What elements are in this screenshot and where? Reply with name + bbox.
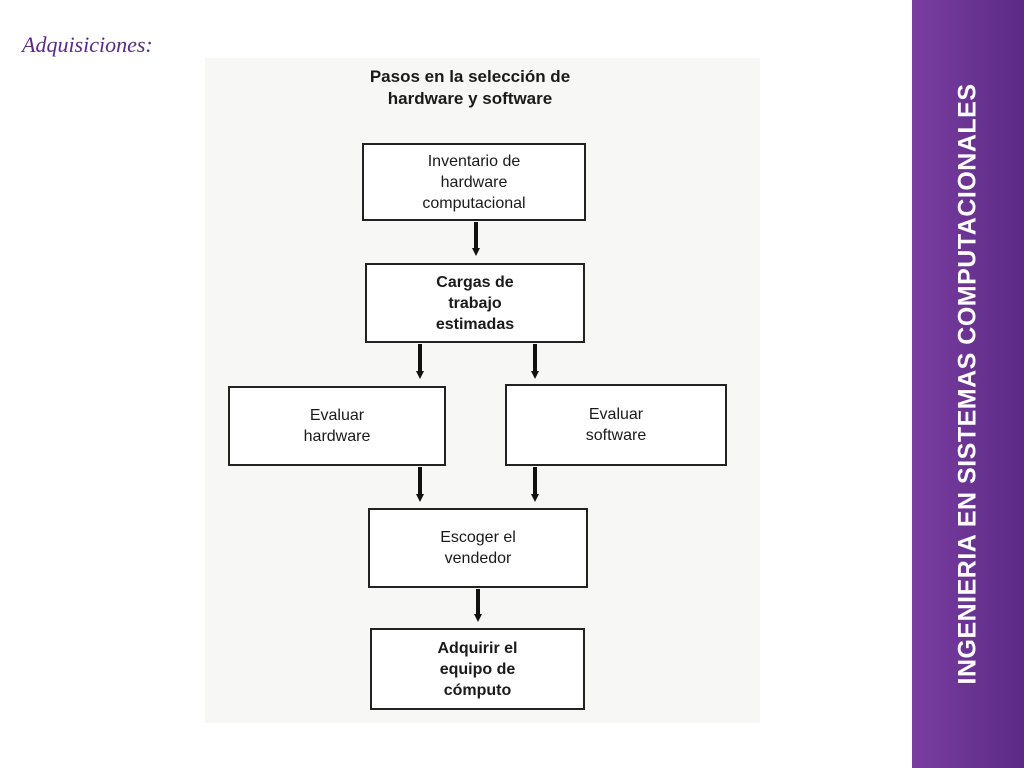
step-evaluar-software: Evaluar software — [505, 384, 727, 466]
step-escoger-vendedor: Escoger el vendedor — [368, 508, 588, 588]
step-inventario: Inventario de hardware computacional — [362, 143, 586, 221]
step-cargas: Cargas de trabajo estimadas — [365, 263, 585, 343]
side-band-title: INGENIERIA EN SISTEMAS COMPUTACIONALES — [953, 83, 982, 685]
slide-heading: Adquisiciones: — [22, 32, 153, 57]
side-band — [912, 0, 1024, 768]
step-adquirir: Adquirir el equipo de cómputo — [370, 628, 585, 710]
step-evaluar-hardware: Evaluar hardware — [228, 386, 446, 466]
diagram-title: Pasos en la selección de hardware y soft… — [369, 67, 571, 108]
